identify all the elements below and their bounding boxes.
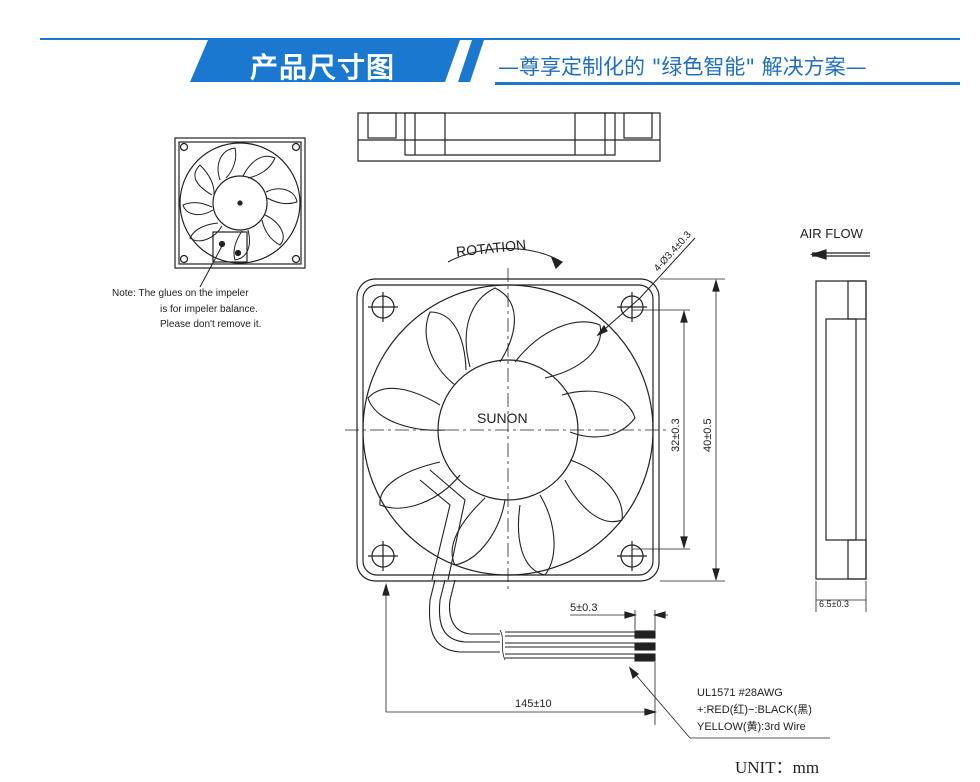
dim-40-label: 40±0.5	[702, 418, 714, 452]
wire-spec-line-1: UL1571 #28AWG	[697, 687, 783, 699]
unit-label: UNIT：mm	[735, 758, 820, 777]
dim-5-label: 5±0.3	[570, 602, 597, 614]
note-line-1: Note: The glues on the impeler	[112, 288, 249, 299]
note-line-3: Please don't remove it.	[160, 319, 261, 330]
dim-32-label: 32±0.3	[670, 418, 682, 452]
dim-145-label: 145±10	[515, 698, 552, 710]
wire-spec-line-3: YELLOW(黄):3rd Wire	[697, 719, 806, 733]
fan-blades	[367, 287, 636, 576]
page-title: 产品尺寸图	[250, 51, 396, 84]
hole-spec-label: 4-Ø3.4±0.3	[652, 229, 694, 274]
header-banner	[40, 38, 960, 85]
brand-label: SUNON	[477, 410, 528, 426]
page-subtitle: —尊享定制化的 "绿色智能" 解决方案—	[498, 55, 867, 79]
mounting-holes	[368, 292, 647, 571]
small-fan-view	[174, 137, 306, 288]
wire-bundle	[428, 579, 656, 662]
top-side-view	[357, 112, 661, 162]
air-flow-label: AIR FLOW	[800, 226, 864, 241]
dim-6-5-label: 6.5±0.3	[819, 599, 849, 609]
main-fan-view	[345, 268, 670, 592]
right-side-view	[815, 280, 867, 612]
wire-spec-line-2: +:RED(红)−:BLACK(黑)	[697, 703, 812, 716]
rotation-label: ROTATION	[455, 236, 527, 259]
note-line-2: is for impeler balance.	[160, 304, 258, 315]
